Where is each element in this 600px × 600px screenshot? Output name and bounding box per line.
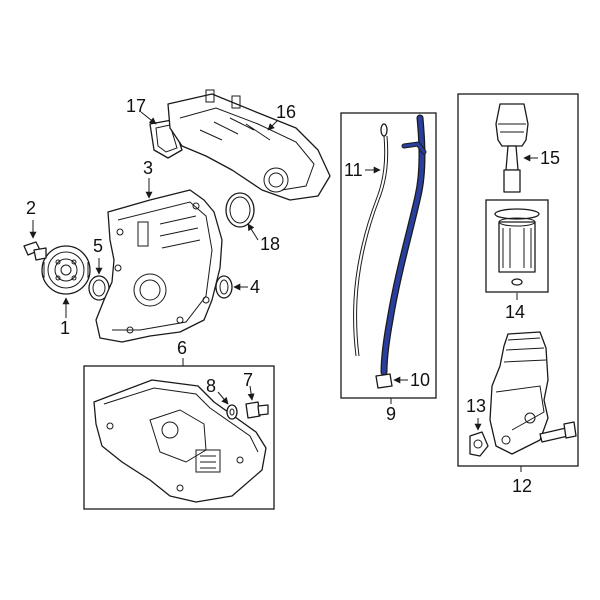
callout-5: 5 — [93, 236, 103, 256]
drain-plug[interactable] — [245, 401, 269, 419]
callout-6: 6 — [177, 338, 187, 358]
callout-8: 8 — [206, 376, 216, 396]
oil-pan-group-frame — [83, 365, 275, 510]
oil-filter-frame — [485, 199, 549, 293]
callout-14: 14 — [505, 302, 525, 322]
callout-1: 1 — [60, 318, 70, 338]
callout-16: 16 — [276, 102, 296, 122]
oil-filter-housing[interactable] — [489, 331, 549, 455]
oil-pan[interactable] — [93, 379, 267, 503]
callout-12: 12 — [512, 476, 532, 496]
oil-filter-element[interactable] — [494, 208, 540, 286]
callout-7: 7 — [243, 370, 253, 390]
callout-11: 11 — [344, 160, 363, 180]
callout-2: 2 — [26, 198, 36, 218]
crankshaft-pulley[interactable] — [41, 245, 91, 295]
callout-17: 17 — [126, 96, 146, 116]
dipstick-group-frame — [340, 112, 437, 399]
pulley-bolt[interactable] — [23, 241, 47, 261]
callout-10: 10 — [410, 370, 430, 390]
callout-3: 3 — [143, 158, 153, 178]
drain-plug-washer[interactable] — [226, 404, 238, 420]
timing-cover-seal[interactable] — [215, 275, 233, 299]
oil-pressure-sensor[interactable] — [469, 431, 489, 457]
dipstick-tube[interactable] — [380, 114, 427, 376]
dipstick-tube-seal[interactable] — [375, 373, 393, 389]
oil-dipstick[interactable] — [353, 123, 389, 357]
callout-18: 18 — [260, 234, 280, 254]
housing-bolt[interactable] — [539, 421, 577, 443]
callout-13: 13 — [466, 396, 486, 416]
callout-4: 4 — [250, 277, 260, 297]
intake-manifold[interactable] — [167, 89, 331, 201]
timing-cover[interactable] — [95, 189, 223, 343]
oil-filter-housing-frame — [457, 93, 579, 467]
oil-filter-cap[interactable] — [495, 103, 529, 193]
callout-15: 15 — [540, 148, 560, 168]
intake-o-ring[interactable] — [225, 192, 255, 228]
callout-9: 9 — [386, 404, 396, 424]
